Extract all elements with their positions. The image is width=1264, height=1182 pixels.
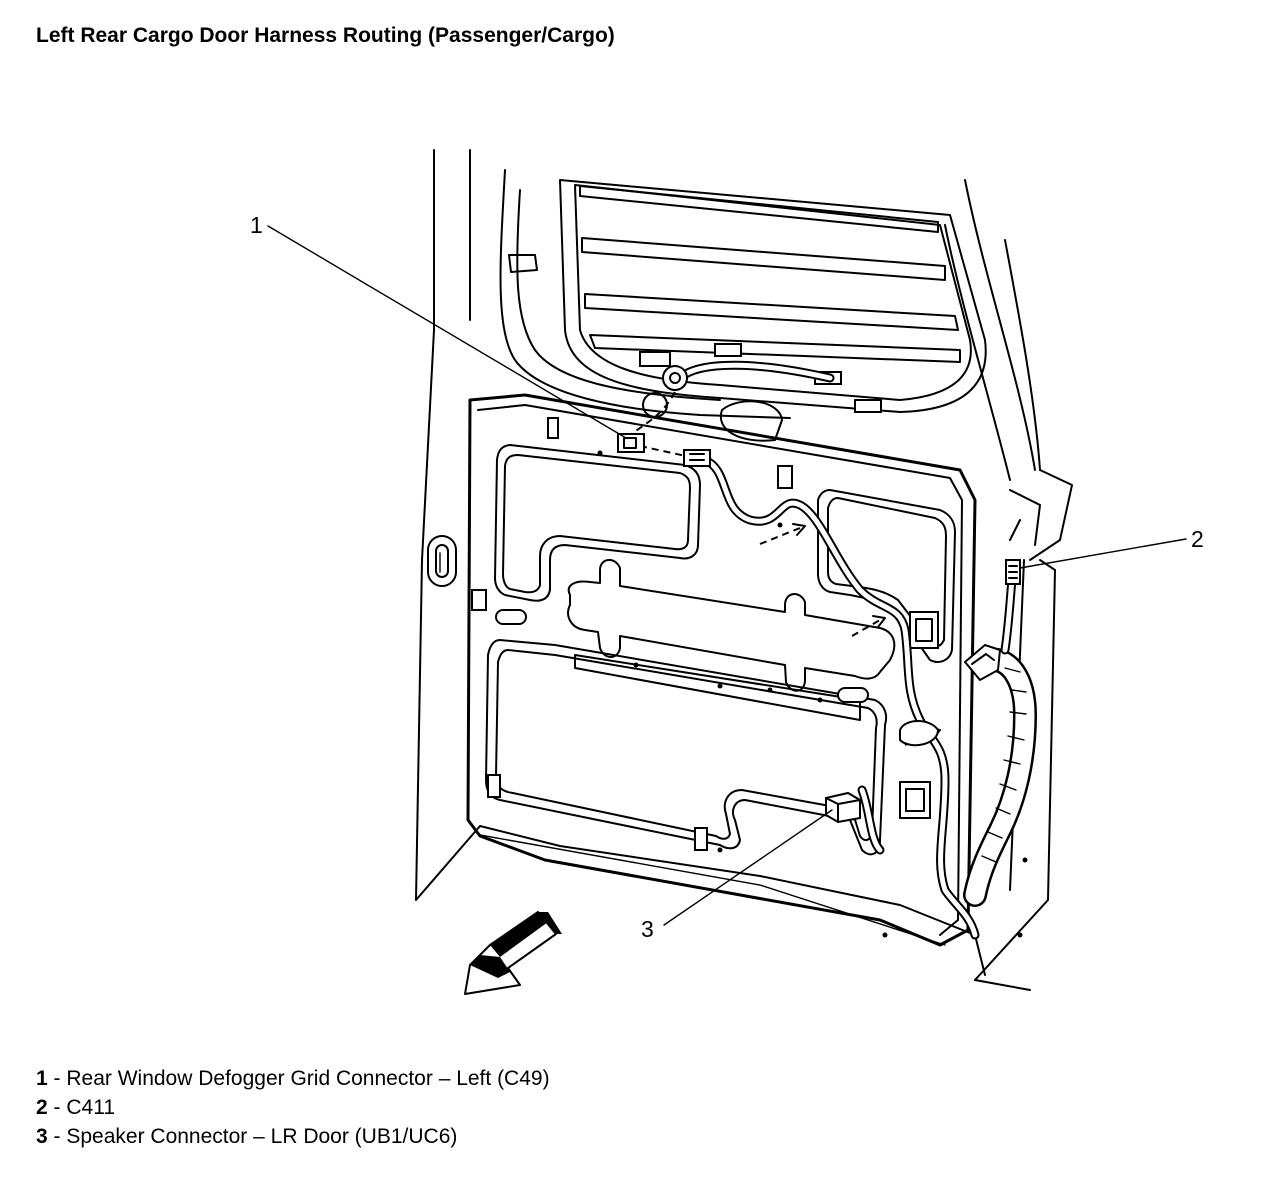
- front-direction-arrow-icon: [464, 911, 562, 995]
- rear-window-glass: [559, 179, 987, 442]
- legend-item-1: 1 - Rear Window Defogger Grid Connector …: [36, 1064, 550, 1093]
- connector-speaker: [825, 791, 861, 824]
- legend-number: 1: [36, 1067, 48, 1090]
- connector-c411: [1005, 559, 1021, 585]
- diagram-title: Left Rear Cargo Door Harness Routing (Pa…: [36, 24, 615, 47]
- connector-c49: [617, 433, 711, 467]
- legend-label: Speaker Connector – LR Door (UB1/UC6): [66, 1125, 458, 1148]
- leader-line-2: [1019, 538, 1187, 569]
- legend-item-3: 3 - Speaker Connector – LR Door (UB1/UC6…: [36, 1122, 550, 1151]
- legend-separator: -: [47, 1067, 67, 1090]
- leader-line-3: [663, 809, 833, 926]
- legend-separator: -: [47, 1096, 67, 1119]
- callout-number-3: 3: [641, 916, 654, 942]
- legend-label: C411: [66, 1096, 116, 1119]
- legend-separator: -: [47, 1125, 67, 1148]
- wiring-harness: [624, 365, 1037, 940]
- door-outer-panel: [415, 149, 1073, 991]
- callout-number-2: 2: [1191, 526, 1204, 552]
- leader-line-1: [267, 225, 627, 439]
- inner-door-panel: [466, 393, 1028, 947]
- legend-number: 3: [36, 1125, 48, 1148]
- legend-item-2: 2 - C411: [36, 1093, 550, 1122]
- callout-legend: 1 - Rear Window Defogger Grid Connector …: [36, 1064, 550, 1151]
- callout-number-1: 1: [250, 212, 263, 238]
- legend-label: Rear Window Defogger Grid Connector – Le…: [66, 1067, 550, 1090]
- legend-number: 2: [36, 1096, 48, 1119]
